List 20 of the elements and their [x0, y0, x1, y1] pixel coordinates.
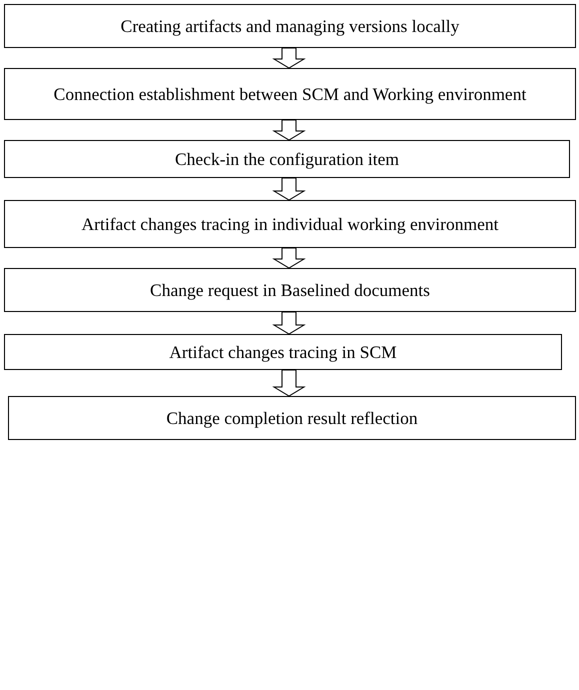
- process-box: [4, 68, 576, 120]
- block-arrow: [272, 48, 306, 69]
- process-box: [4, 140, 570, 178]
- step-text: Connection establishment between SCM and Working environment: [54, 83, 526, 105]
- step-text: Creating artifacts and managing versions locally: [120, 15, 460, 37]
- block-arrow: [272, 370, 306, 397]
- block-arrow: [272, 312, 306, 335]
- process-box: [4, 268, 576, 312]
- step-text: Check-in the configuration item: [174, 148, 400, 170]
- block-arrow: [272, 120, 306, 141]
- process-box: [4, 4, 576, 48]
- step-text: Artifact changes tracing in individual working environment: [82, 213, 498, 235]
- process-box: [8, 396, 576, 440]
- step-text: Change request in Baselined documents: [150, 279, 430, 301]
- step-text: Artifact changes tracing in SCM: [169, 341, 397, 363]
- step-text: Change completion result reflection: [166, 407, 418, 429]
- process-box: [4, 334, 562, 370]
- block-arrow: [272, 178, 306, 201]
- process-box: [4, 200, 576, 248]
- block-arrow: [272, 248, 306, 269]
